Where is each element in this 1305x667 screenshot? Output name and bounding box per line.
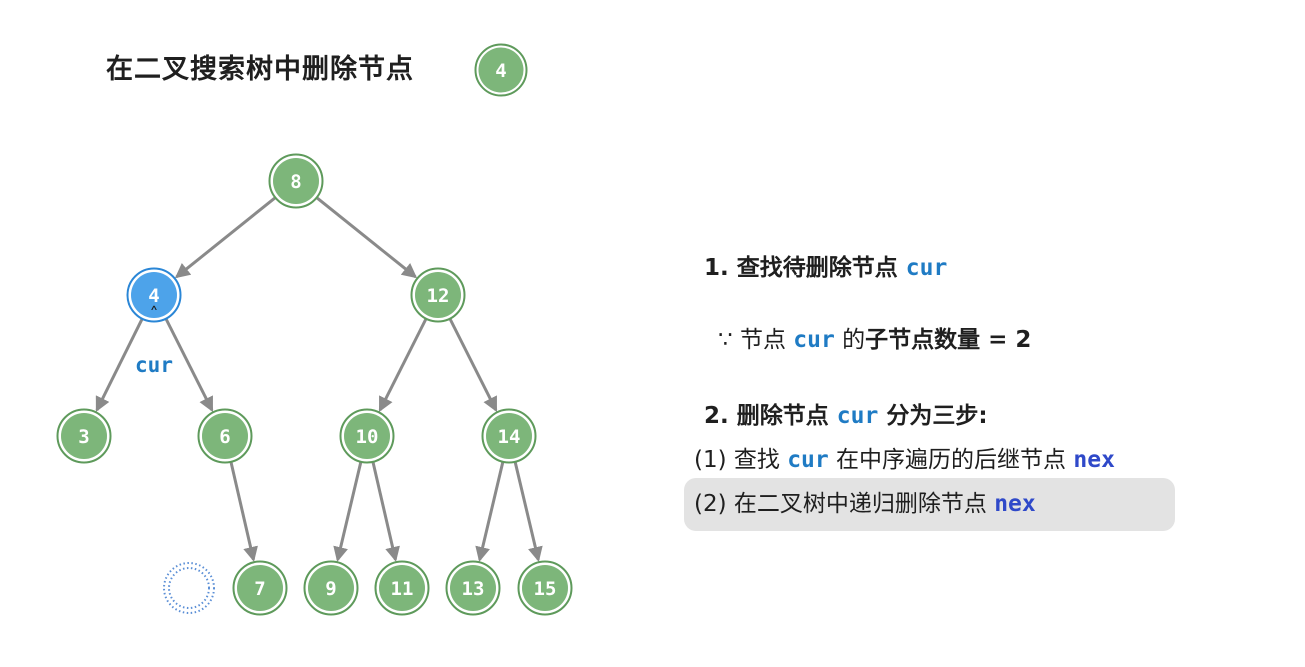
substep-1-code: cur [787, 447, 829, 473]
edge-n10-n11 [371, 461, 400, 562]
step-2-suffix: 分为三步: [878, 403, 988, 429]
tree-node-7: 7 [232, 560, 288, 616]
edge-n8-n12 [316, 196, 418, 279]
edge-n6-n7 [229, 461, 258, 562]
edge-n14-n15 [513, 461, 543, 562]
tree-node-label: 12 [427, 285, 450, 307]
binary-search-tree-diagram: 8 4 12 3 6 10 14 7 9 11 13 15 ˄ cur [56, 153, 573, 616]
tree-node-13: 13 [445, 560, 501, 616]
tree-node-11: 11 [374, 560, 430, 616]
tree-node-label: 15 [534, 578, 557, 600]
edge-n14-n13 [475, 461, 505, 562]
tree-node-10: 10 [339, 408, 395, 464]
tree-node-label: 6 [219, 426, 230, 448]
tree-node-label: 7 [254, 578, 265, 600]
edge-n12-n10 [378, 318, 428, 413]
tree-node-6: 6 [197, 408, 253, 464]
step-2: 2. 删除节点 cur 分为三步: [704, 398, 988, 434]
substep-1: (1) 查找 cur 在中序遍历的后继节点 nex [694, 442, 1115, 478]
substep-1-code2: nex [1073, 447, 1115, 473]
step-2-code: cur [836, 403, 879, 429]
edge-n4-n3 [95, 318, 144, 413]
page-title: 在二叉搜索树中删除节点 [106, 54, 414, 85]
because-middle: 的 [834, 327, 866, 353]
step-1-code: cur [905, 255, 948, 281]
because-code: cur [793, 327, 835, 353]
step-2-prefix: 2. 删除节点 [704, 403, 837, 429]
tree-node-label: 3 [78, 426, 89, 448]
step-1: 1. 查找待删除节点 cur [704, 250, 947, 286]
edge-n8-n4 [174, 196, 276, 279]
tree-node-9: 9 [303, 560, 359, 616]
step-1-text: 1. 查找待删除节点 [704, 255, 906, 281]
tree-node-3: 3 [56, 408, 112, 464]
tree-node-12: 12 [410, 267, 466, 323]
cur-pointer-label: cur [135, 353, 173, 377]
tree-node-8: 8 [268, 153, 324, 209]
because-suffix: = 2 [980, 327, 1032, 353]
because-prefix: ∵ 节点 [718, 327, 794, 353]
empty-slot-inner [168, 567, 210, 609]
step-because: ∵ 节点 cur 的子节点数量 = 2 [718, 322, 1031, 358]
edge-n12-n14 [448, 318, 498, 413]
tree-node-4: 4 [126, 267, 182, 323]
tree-node-label: 11 [391, 578, 414, 600]
tree-node-label: 4 [148, 285, 159, 307]
tree-node-label: 9 [325, 578, 336, 600]
substep-2-code: nex [994, 491, 1036, 517]
substep-1-middle: 在中序遍历的后继节点 [828, 447, 1074, 473]
empty-slot-outer [163, 562, 215, 614]
cur-pointer-arrow-icon: ˄ [150, 304, 159, 325]
tree-node-15: 15 [517, 560, 573, 616]
tree-node-label: 14 [498, 426, 521, 448]
tree-node-label: 8 [290, 171, 301, 193]
edge-n4-n6 [164, 318, 214, 413]
tree-node-label: 13 [462, 578, 485, 600]
because-bold-text: 子节点数量 [865, 327, 981, 353]
current-step-highlight [684, 478, 1175, 531]
title-node-label: 4 [495, 60, 506, 82]
title-node-badge: 4 [474, 43, 528, 97]
substep-2-prefix: (2) 在二叉树中递归删除节点 [694, 491, 995, 517]
edge-n10-n9 [333, 461, 363, 562]
tree-node-label: 10 [356, 426, 379, 448]
tree-node-14: 14 [481, 408, 537, 464]
substep-1-prefix: (1) 查找 [694, 447, 788, 473]
substep-2: (2) 在二叉树中递归删除节点 nex [694, 486, 1036, 522]
